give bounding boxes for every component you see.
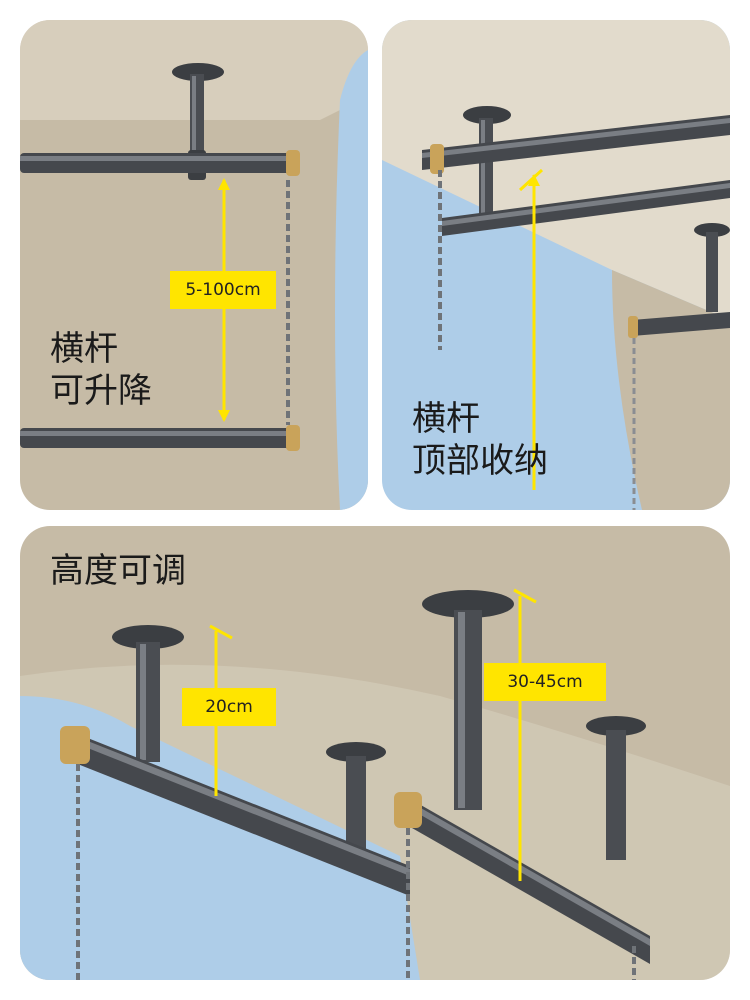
panel-height-adjustable: 高度可调 20cm 30-45cm: [20, 526, 730, 980]
measure-label: 30-45cm: [484, 663, 606, 701]
window-sky-bottom: [20, 856, 420, 980]
window-sky: [335, 20, 368, 510]
caption-line: 横杆: [412, 399, 480, 439]
lower-rod-icon: [442, 180, 730, 236]
upper-rod-icon: [20, 150, 300, 176]
right-rod-icon: [394, 792, 650, 964]
measure-label: 20cm: [182, 688, 276, 726]
left-rod-icon: [60, 726, 410, 896]
caption-line: 可升降: [50, 371, 152, 411]
panel-top-storage: 横杆 顶部收纳: [382, 20, 730, 510]
ceiling-surface: [382, 20, 730, 320]
caption-line: 顶部收纳: [412, 441, 548, 481]
chain-icon: [76, 764, 636, 980]
height-adjustable-illustration: [20, 526, 730, 980]
measure-arrow-icon: [518, 168, 544, 490]
chain-icon: [438, 170, 636, 510]
window-sky-left: [20, 696, 400, 856]
measure-label: 5-100cm: [170, 271, 276, 309]
panel-caption: 横杆 可升降: [50, 328, 152, 412]
panel-caption: 横杆 顶部收纳: [412, 398, 548, 482]
top-storage-illustration: [382, 20, 730, 510]
panel-caption: 高度可调: [50, 550, 186, 592]
panel-liftable-rod: 5-100cm 横杆 可升降: [20, 20, 368, 510]
far-rod-icon: [628, 223, 730, 338]
caption-line: 高度可调: [50, 551, 186, 591]
caption-line: 横杆: [50, 329, 118, 369]
ceiling-mount-icon: [422, 590, 514, 810]
ceiling-mount-icon: [112, 625, 184, 762]
lower-rod-icon: [20, 425, 300, 451]
ceiling-mount-icon: [326, 716, 646, 860]
liftable-rod-illustration: [20, 20, 368, 510]
upper-rod-icon: [422, 115, 730, 174]
